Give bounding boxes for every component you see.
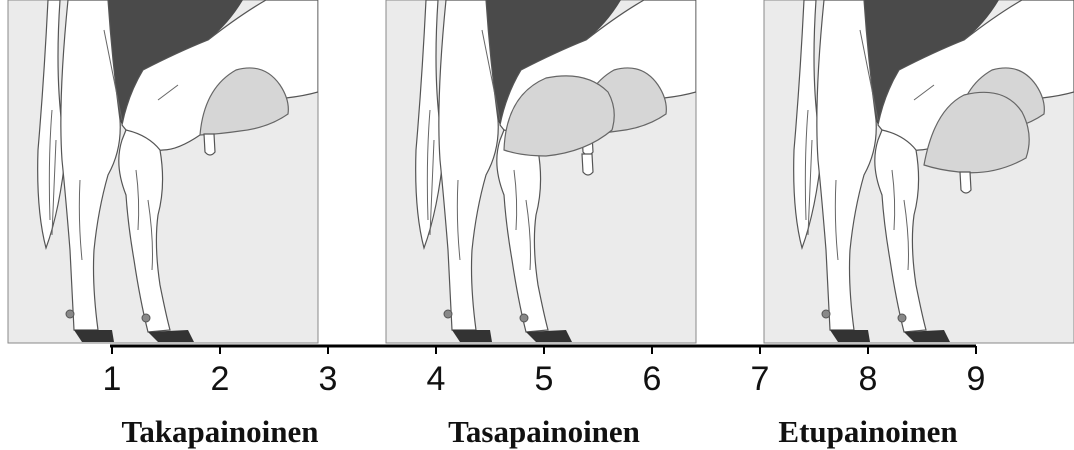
scale-number: 6 [643, 360, 662, 398]
scale-number: 2 [211, 360, 230, 398]
scale-number: 9 [967, 360, 986, 398]
scale-number: 5 [535, 360, 554, 398]
category-label: Tasapainoinen [448, 414, 640, 449]
panel-rear-heavy [8, 0, 318, 343]
category-label: Etupainoinen [778, 414, 957, 449]
scale-number: 3 [319, 360, 338, 398]
scale-number: 7 [751, 360, 770, 398]
panel-front-heavy [764, 0, 1074, 343]
scale-number: 1 [103, 360, 122, 398]
scale-number: 4 [427, 360, 446, 398]
scale-number: 8 [859, 360, 878, 398]
category-labels: Takapainoinen Tasapainoinen Etupainoinen [121, 414, 957, 449]
scale-numbers: 1 2 3 4 5 6 7 8 9 [103, 360, 986, 398]
panel-balanced [386, 0, 696, 343]
category-label: Takapainoinen [121, 414, 318, 449]
